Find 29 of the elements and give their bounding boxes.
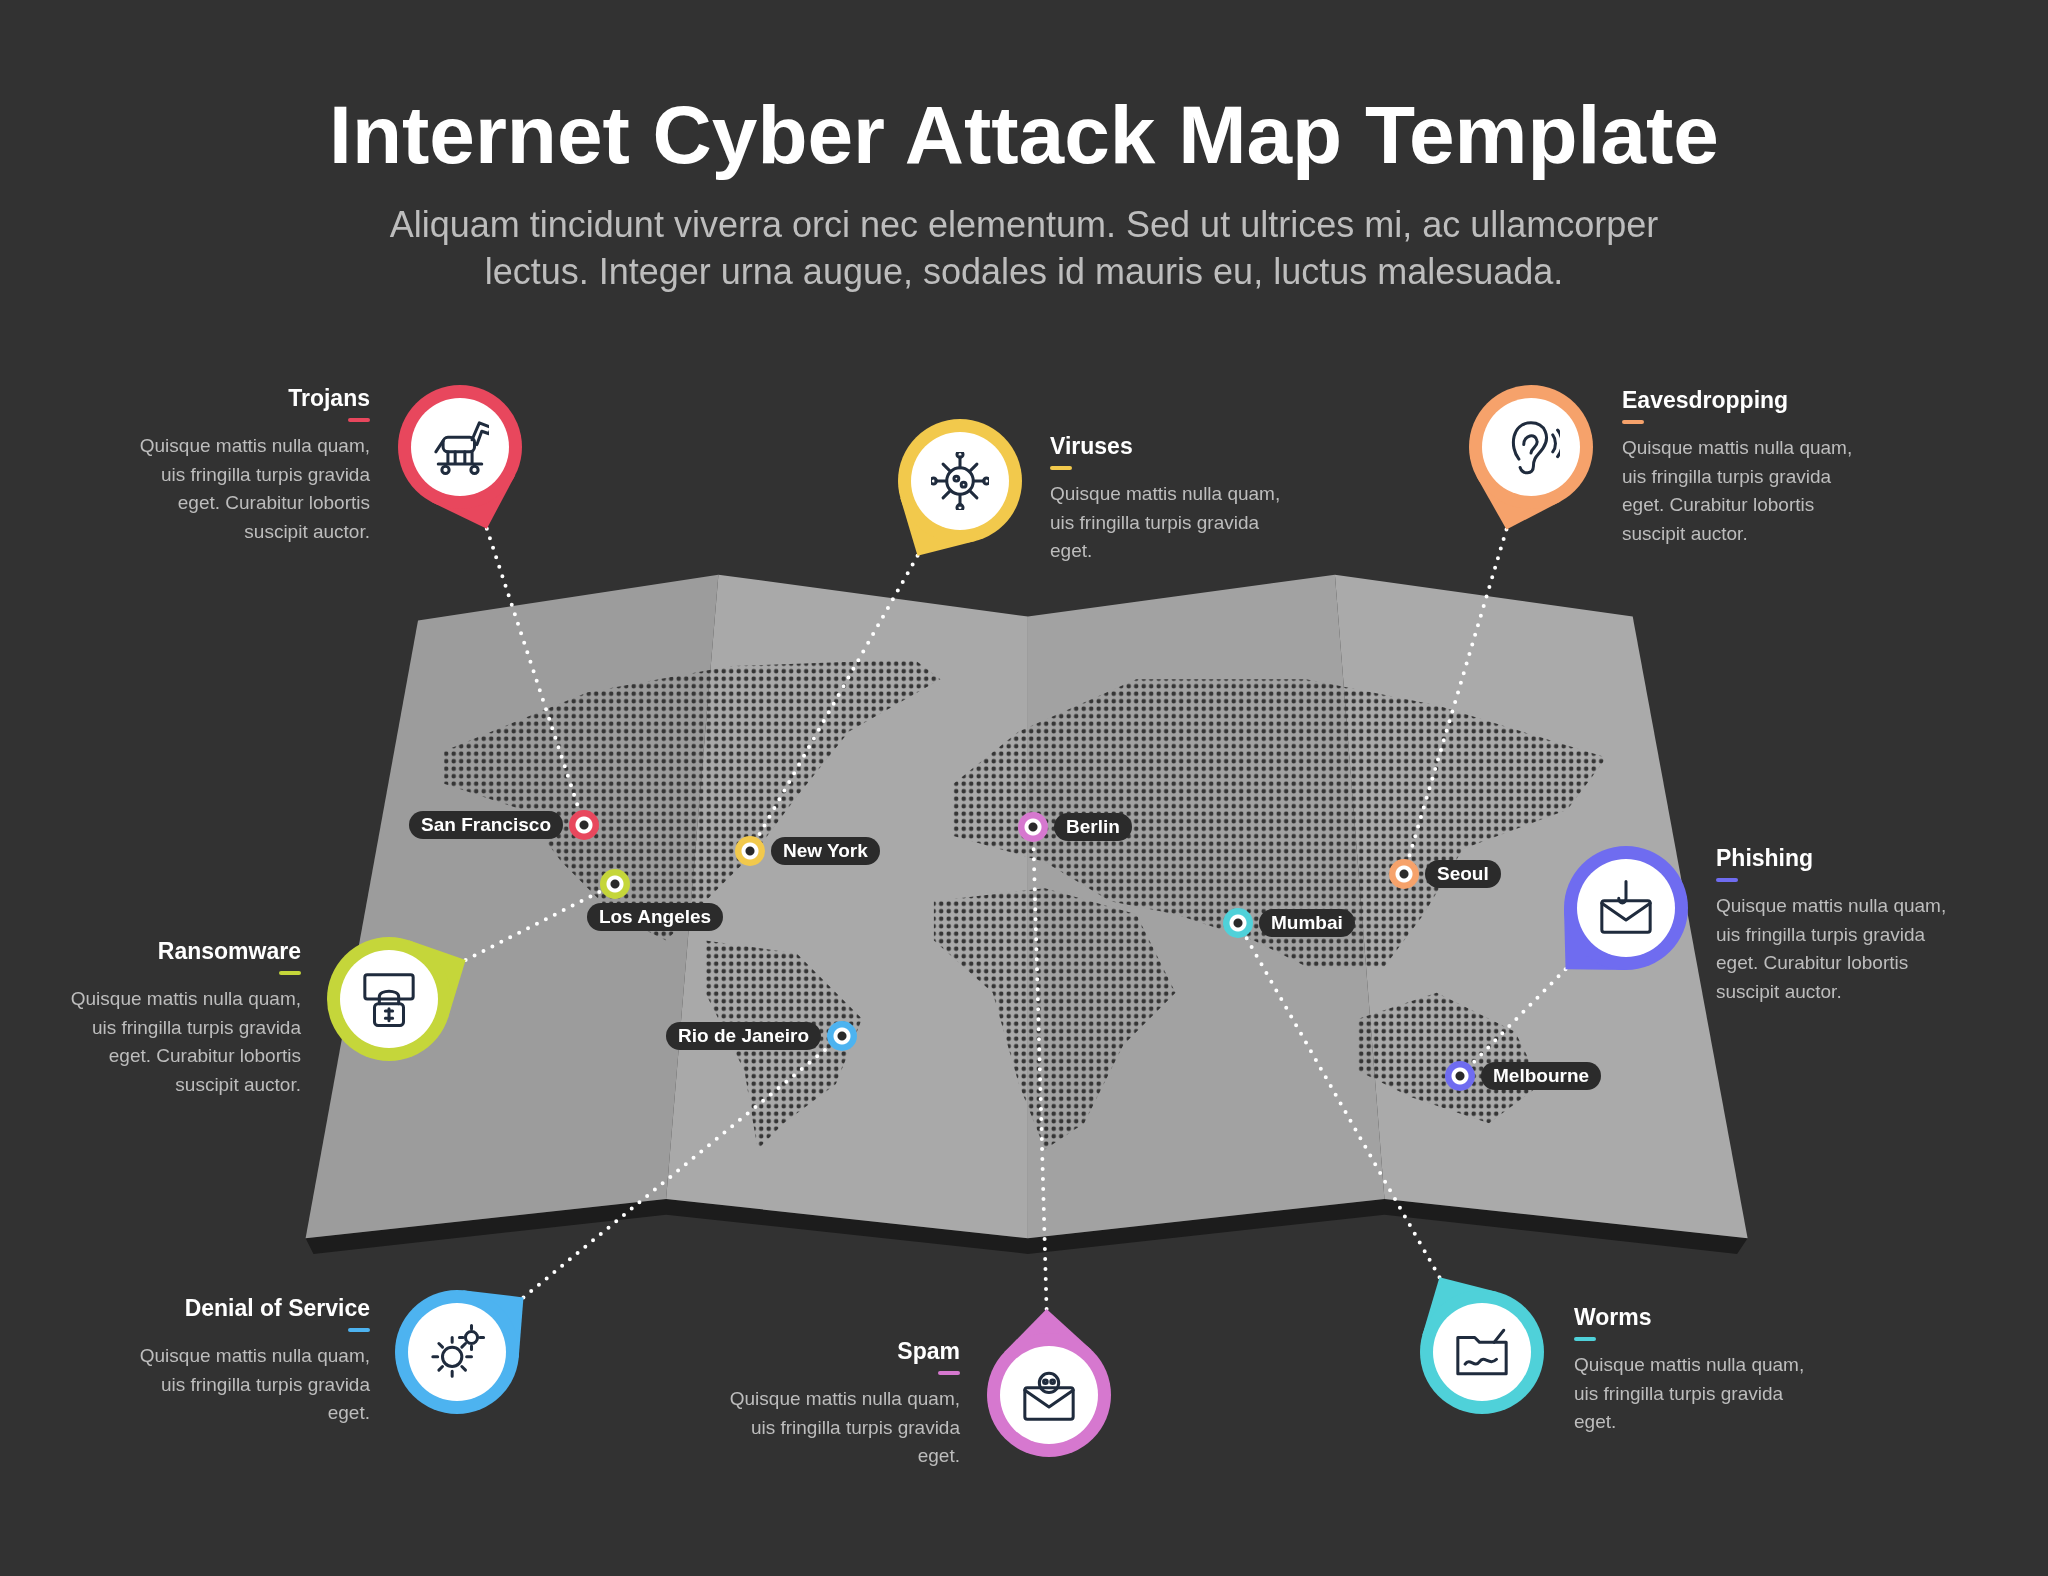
description-text: Quisque mattis nulla quam, uis fringilla turpis gravida eget. Curabitur lobortis suscipit auctor. — [1622, 436, 1854, 546]
city-label: San Francisco — [409, 811, 563, 839]
category-heading: Phishing — [1716, 845, 1815, 872]
dotted-connector — [463, 889, 603, 962]
description-text: Quisque mattis nulla quam, uis fringilla turpis gravida eget. — [1574, 1353, 1806, 1434]
city-label: Los Angeles — [586, 903, 724, 931]
dotted-connector — [1243, 934, 1442, 1280]
category-heading: Spam — [896, 1338, 960, 1365]
description-text: Quisque mattis nulla quam, uis fringilla turpis gravida eget. — [1050, 482, 1282, 563]
category-heading: Worms — [1574, 1304, 1653, 1331]
city-label: Rio de Janeiro — [666, 1022, 821, 1050]
description-text: Quisque mattis nulla quam, uis fringilla turpis gravida eget. Curabitur lobortis suscipit auctor. — [69, 987, 301, 1097]
category-heading: Viruses — [1050, 433, 1134, 460]
city-label: Mumbai — [1259, 909, 1355, 937]
city-label: Melbourne — [1481, 1062, 1602, 1090]
city-label: New York — [771, 837, 880, 865]
description-text: Quisque mattis nulla quam, uis fringilla turpis gravida eget. Curabitur lobortis suscipit auctor. — [1716, 894, 1948, 1004]
category-heading: Trojans — [287, 385, 370, 412]
dotted-connector — [1469, 967, 1568, 1067]
subtitle-text: Aliquam tincidunt viverra orci nec elementum. Sed ut ultrices mi, ac ullamcorper lectus. Integer urna augue, sodales id mauris eu, luctus malesuada. — [388, 203, 1660, 294]
description-text: Quisque mattis nulla quam, uis fringilla turpis gravida eget. — [138, 1344, 370, 1425]
description-text: Quisque mattis nulla quam, uis fringilla turpis gravida eget. Curabitur lobortis suscipit auctor. — [138, 434, 370, 544]
category-heading: Ransomware — [156, 938, 301, 965]
city-label: Seoul — [1425, 860, 1501, 888]
category-heading: Eavesdropping — [1622, 387, 1790, 414]
category-heading: Denial of Service — [183, 1295, 370, 1322]
city-label: Berlin — [1054, 813, 1132, 841]
description-text: Quisque mattis nulla quam, uis fringilla turpis gravida eget. — [728, 1387, 960, 1468]
title-heading: Internet Cyber Attack Map Template — [328, 88, 1720, 182]
